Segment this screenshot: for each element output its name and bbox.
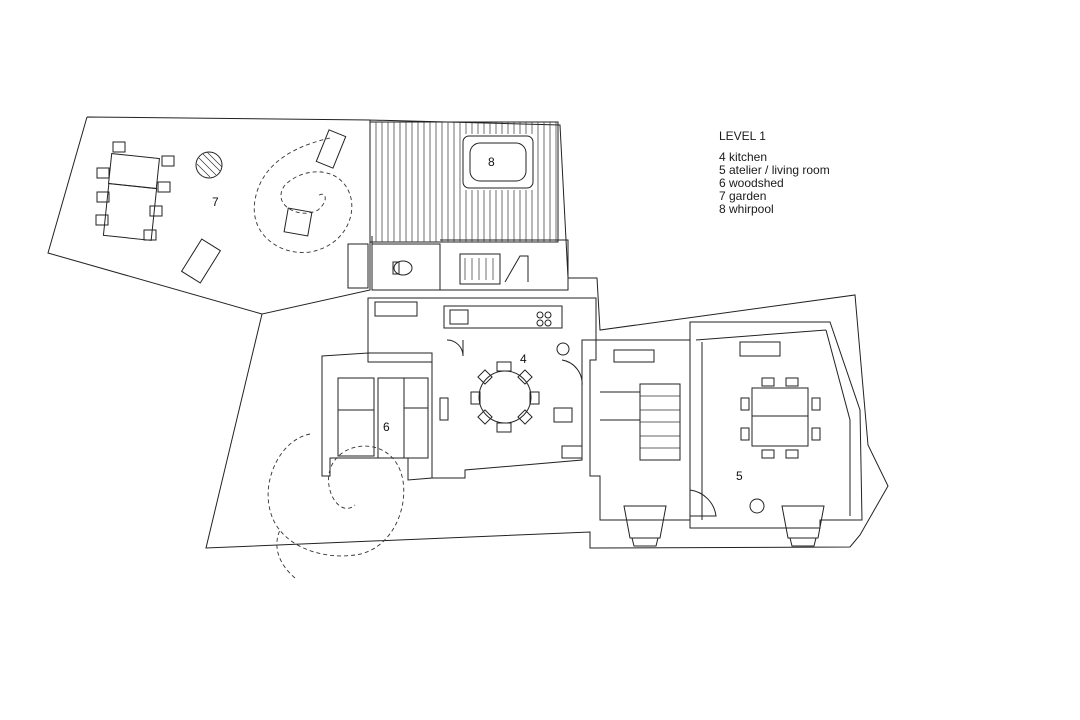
garden-tree <box>195 151 223 179</box>
chimneys <box>623 505 825 547</box>
room-label-4: 4 <box>520 352 527 366</box>
kitchen: 4 <box>367 297 597 479</box>
atelier: 5 <box>689 321 863 529</box>
room-label-8: 8 <box>488 155 495 169</box>
dining-table-round <box>478 370 532 424</box>
legend-item: 7 garden <box>719 189 767 203</box>
deck <box>369 121 559 243</box>
north-rooms <box>371 236 569 291</box>
legend-item: 5 atelier / living room <box>719 163 830 177</box>
room-label-7: 7 <box>212 195 219 209</box>
legend-item: 4 kitchen <box>719 150 768 164</box>
legend: LEVEL 1 4 kitchen 5 atelier / living roo… <box>719 130 830 216</box>
room-label-6: 6 <box>383 420 390 434</box>
woodshed: 6 <box>321 352 433 481</box>
site-boundary <box>47 116 889 549</box>
legend-title: LEVEL 1 <box>719 129 766 143</box>
toilet <box>393 260 413 276</box>
stair-hall <box>589 339 717 521</box>
whirpool-tub: 8 <box>462 135 534 189</box>
garden-furniture: 7 <box>95 129 369 289</box>
legend-item: 6 woodshed <box>719 176 784 190</box>
room-label-5: 5 <box>736 469 743 483</box>
legend-item: 8 whirpool <box>719 202 774 216</box>
garden-paths <box>253 137 405 579</box>
